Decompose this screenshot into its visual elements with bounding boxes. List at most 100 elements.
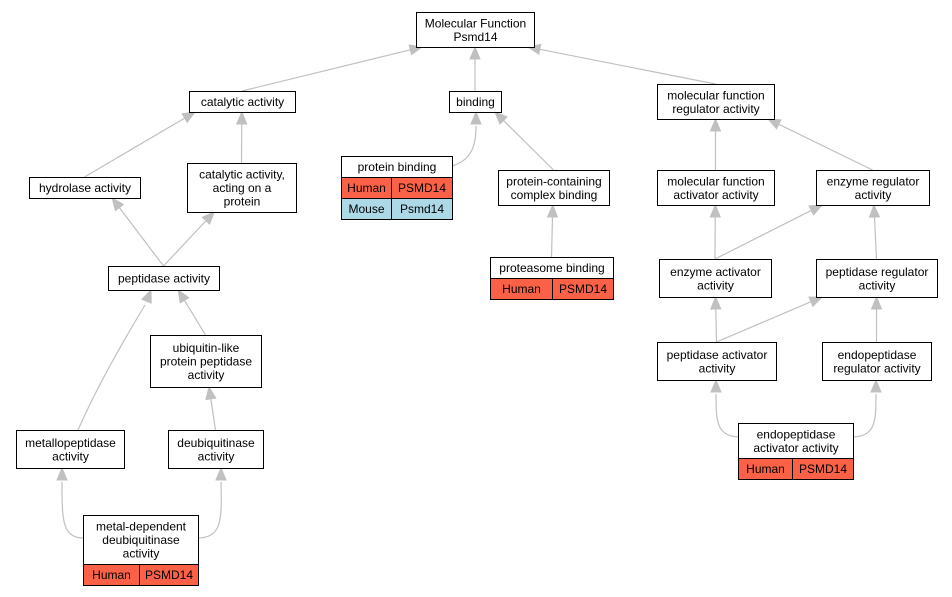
node-hydrolase[interactable]: hydrolase activity <box>29 177 141 199</box>
edge-arrowhead <box>56 466 68 481</box>
node-box <box>816 259 938 298</box>
edge-protein_binding-to-binding <box>451 110 482 167</box>
edge-arrowhead <box>494 111 508 125</box>
edge-line <box>77 304 146 431</box>
gene-symbol: Psmd14 <box>400 202 444 216</box>
edge-ubl_peptidase-to-peptidase <box>177 288 207 336</box>
node-label-line: activity <box>52 449 89 463</box>
edge-peptidase-to-hydrolase <box>111 196 164 267</box>
species-label: Human <box>502 282 541 296</box>
gene-symbol: PSMD14 <box>398 181 446 195</box>
edge-line <box>715 308 718 343</box>
node-catalytic[interactable]: catalytic activity <box>189 91 296 113</box>
edge-arrowhead <box>868 203 881 218</box>
edge-proteasome_binding-to-complex_binding <box>546 203 559 258</box>
node-box <box>168 430 264 469</box>
node-metal-deubiquitinase[interactable]: metal-dependentdeubiquitinaseactivityHum… <box>83 515 199 586</box>
node-label-line: activity <box>855 188 892 202</box>
edge-peptidase_regulator-to-enzyme_regulator <box>868 203 881 260</box>
edge-arrowhead <box>870 378 882 393</box>
node-label-line: activity <box>699 361 736 375</box>
edge-arrowhead <box>181 111 197 124</box>
edge-arrowhead <box>710 295 722 310</box>
node-label-line: proteasome binding <box>499 261 604 275</box>
species-label: Human <box>347 181 386 195</box>
edge-arrowhead <box>177 288 190 304</box>
node-box <box>189 91 296 113</box>
edge-line <box>163 220 207 267</box>
edge-arrowhead <box>710 378 722 393</box>
node-box <box>108 266 220 291</box>
edge-endopeptidase_activator-to-endopeptidase_regulator <box>851 378 882 438</box>
node-label-line: peptidase activator <box>667 348 768 362</box>
node-label-line: molecular function <box>667 88 764 102</box>
edge-arrowhead <box>709 203 721 218</box>
node-label-line: complex binding <box>511 188 598 202</box>
node-label-line: activator activity <box>753 441 838 455</box>
node-label-line: peptidase regulator <box>826 265 929 279</box>
node-label-line: protein peptidase <box>160 355 252 369</box>
species-label: Human <box>92 568 131 582</box>
node-label-line: catalytic activity, <box>199 168 285 182</box>
edge-peptidase_activator-to-peptidase_regulator <box>716 296 824 343</box>
node-binding[interactable]: binding <box>449 91 502 113</box>
node-label-line: activity <box>123 547 160 561</box>
edge-arrowhead <box>470 110 482 125</box>
gene-cell <box>552 278 614 300</box>
node-label-line: activator activity <box>673 188 758 202</box>
edge-line <box>539 48 716 85</box>
edge-line <box>210 398 217 431</box>
edge-arrowhead <box>766 118 782 130</box>
edge-arrowhead <box>111 196 125 212</box>
node-label-line: catalytic activity <box>201 95 284 109</box>
edge-line <box>778 123 873 171</box>
edges-layer <box>56 43 883 539</box>
edge-arrowhead <box>709 117 722 132</box>
node-label-line: endopeptidase <box>838 348 917 362</box>
edge-arrowhead <box>141 288 152 304</box>
node-label-line: activity <box>697 278 734 292</box>
node-label-line: regulator activity <box>833 361 920 375</box>
edge-catalytic_protein-to-catalytic <box>235 110 248 164</box>
node-peptidase[interactable]: peptidase activity <box>108 266 220 291</box>
edge-endopeptidase_regulator-to-peptidase_regulator <box>870 295 883 342</box>
edge-line <box>451 125 477 167</box>
gene-symbol: PSMD14 <box>145 568 193 582</box>
edge-line <box>241 49 411 92</box>
node-label-line: protein <box>224 195 261 209</box>
edge-line <box>550 216 554 258</box>
node-box <box>659 259 772 298</box>
node-label-line: activity <box>859 278 896 292</box>
edge-line <box>715 393 741 438</box>
edge-enzyme_activator-to-enzyme_regulator <box>714 204 824 260</box>
node-box <box>29 177 141 199</box>
node-box <box>16 430 125 469</box>
node-label-line: metal-dependent <box>96 520 187 534</box>
edge-binding-to-root <box>469 45 481 91</box>
node-box <box>822 342 932 381</box>
node-label-line: peptidase activity <box>118 272 210 286</box>
node-label-line: metallopeptidase <box>25 436 116 450</box>
node-box <box>657 84 775 120</box>
edge-metal_deubiquitinase-to-metallopeptidase <box>56 466 85 539</box>
node-box <box>657 170 775 206</box>
node-label-line: endopeptidase <box>757 427 836 441</box>
gene-cell <box>792 458 854 480</box>
